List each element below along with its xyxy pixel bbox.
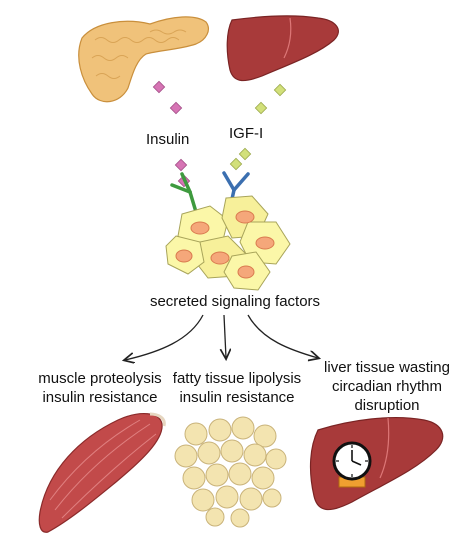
fat-effect-line: fatty tissue lipolysis	[172, 370, 302, 387]
arrow-to-liver	[247, 314, 318, 358]
arrows	[125, 314, 318, 360]
liver-effect-line: circadian rhythm	[331, 378, 443, 395]
liver-effect-line: disruption	[354, 397, 420, 414]
muscle-icon	[38, 412, 166, 533]
liver-icon	[226, 15, 339, 82]
muscle-effect-line: insulin resistance	[42, 389, 158, 406]
fat-effect-line: insulin resistance	[179, 389, 295, 406]
igf-ligands	[229, 83, 287, 171]
muscle-effects-label: muscle proteolysis insulin resistance	[30, 369, 170, 407]
liver-icon	[309, 417, 444, 511]
fat-effects-label: fatty tissue lipolysis insulin resistanc…	[164, 369, 310, 407]
muscle-effect-line: muscle proteolysis	[38, 370, 162, 387]
igf-label: IGF-I	[229, 125, 264, 142]
tumor-cluster-icon	[165, 195, 291, 291]
pancreas-icon	[78, 16, 209, 103]
green-receptor	[170, 172, 198, 214]
clock-icon	[332, 441, 372, 488]
fat-tissue-icon	[174, 416, 287, 528]
liver-effect-line: liver tissue wasting	[324, 359, 450, 376]
arrow-to-muscle	[125, 314, 204, 360]
secreted-factors-label: secreted signaling factors	[149, 293, 321, 310]
liver-effects-label: liver tissue wasting circadian rhythm di…	[312, 358, 462, 415]
arrow-to-fat	[224, 314, 226, 358]
insulin-label: Insulin	[146, 131, 190, 148]
